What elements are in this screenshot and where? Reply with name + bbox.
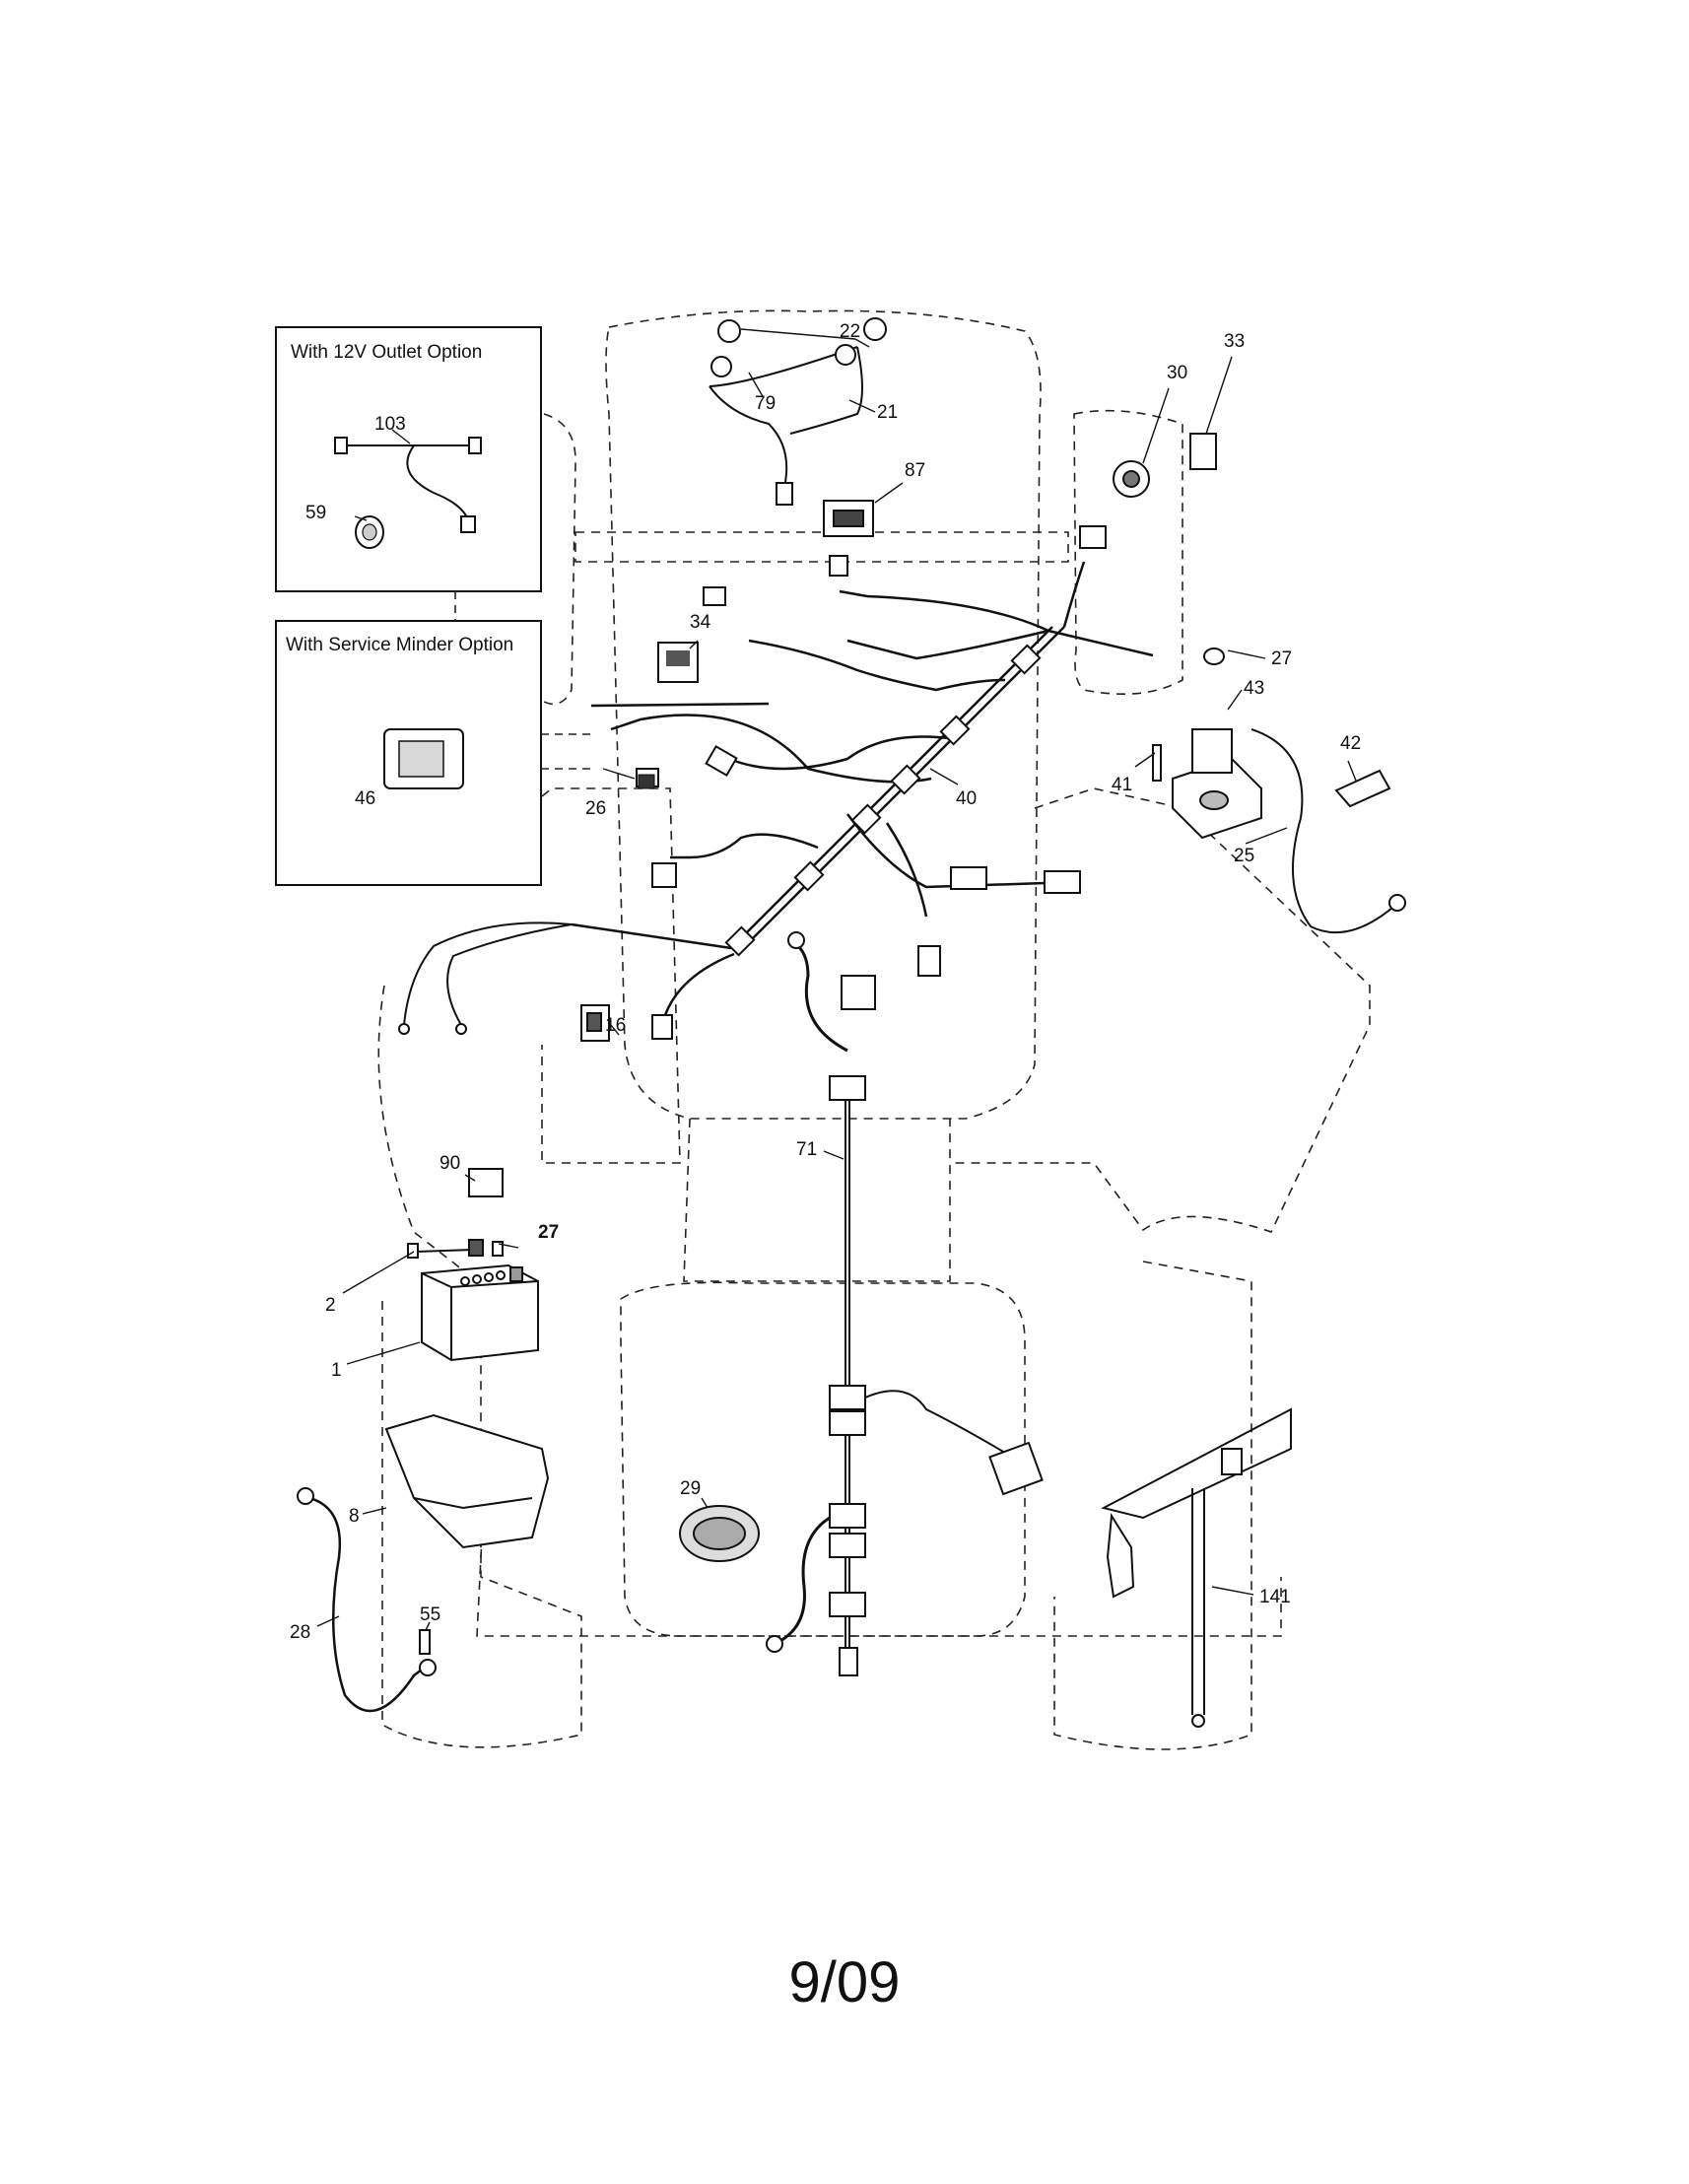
callout-42: 42 — [1340, 733, 1361, 754]
leader-lines — [316, 328, 1357, 1631]
cable-71 — [766, 931, 1044, 1676]
callout-26: 26 — [585, 798, 606, 819]
callout-1: 1 — [331, 1360, 342, 1381]
callout-87: 87 — [905, 460, 925, 481]
callout-79: 79 — [755, 393, 776, 414]
callout-16: 16 — [605, 1015, 626, 1036]
pedal-bracket — [1101, 1407, 1292, 1728]
minder-option-title: With Service Minder Option — [286, 635, 513, 655]
frame-outline — [377, 309, 1371, 1750]
minder-option-box: With Service Minder Option — [275, 620, 542, 886]
battery-part — [421, 1263, 539, 1362]
main-harness — [571, 561, 1154, 1016]
callout-34: 34 — [690, 612, 711, 633]
callout-21: 21 — [877, 402, 898, 423]
outlet-option-title: With 12V Outlet Option — [291, 342, 482, 363]
callout-46: 46 — [355, 788, 375, 809]
callout-22: 22 — [840, 321, 860, 342]
callout-27-battery: 27 — [538, 1222, 559, 1243]
callout-33: 33 — [1224, 331, 1245, 352]
callout-28: 28 — [290, 1622, 310, 1643]
headlight-harness — [709, 317, 887, 506]
callout-29: 29 — [680, 1478, 701, 1499]
callout-30: 30 — [1167, 363, 1187, 383]
outlet-option-box: With 12V Outlet Option — [275, 326, 542, 592]
callout-90: 90 — [439, 1153, 460, 1174]
callout-labels: 22 79 21 87 30 33 103 59 34 46 26 40 27 … — [290, 321, 1361, 1643]
solenoid-assembly — [1152, 648, 1406, 934]
callout-141: 141 — [1259, 1587, 1291, 1607]
key-switch-part — [657, 642, 699, 683]
callout-27-top: 27 — [1271, 648, 1292, 669]
callout-8: 8 — [349, 1506, 360, 1527]
callout-55: 55 — [420, 1604, 440, 1625]
date-code: 9/09 — [788, 1950, 901, 2014]
callout-103: 103 — [374, 414, 406, 435]
callout-41: 41 — [1112, 775, 1132, 795]
callout-2: 2 — [325, 1295, 336, 1316]
callout-40: 40 — [956, 788, 977, 809]
callout-71: 71 — [796, 1139, 817, 1160]
callout-59: 59 — [305, 503, 326, 523]
callout-25: 25 — [1234, 846, 1254, 866]
callout-43: 43 — [1244, 678, 1264, 699]
